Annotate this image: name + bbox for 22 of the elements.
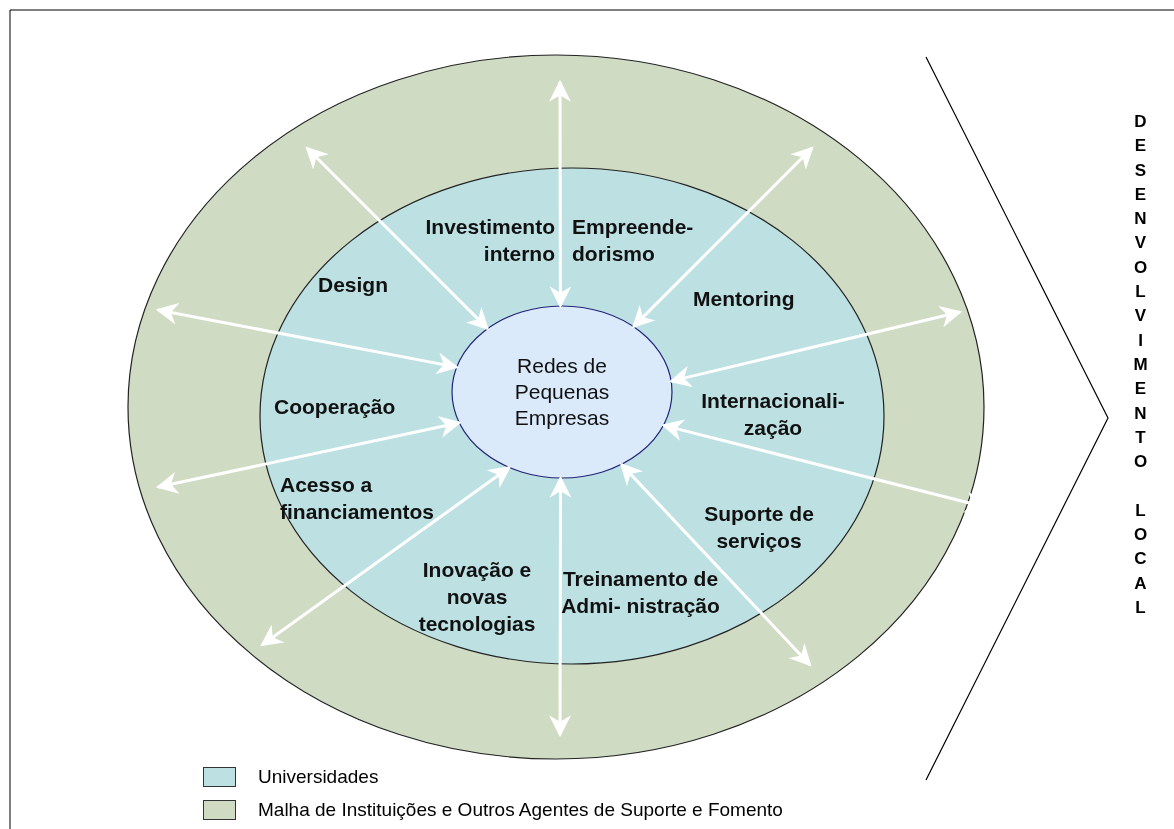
topic-label: Internacionali- zação — [700, 388, 846, 441]
double-arrow — [619, 462, 812, 667]
topic-label: Mentoring — [693, 286, 796, 312]
double-arrow — [155, 302, 459, 375]
double-arrow — [631, 146, 814, 329]
topic-label: Treinamento de Admi- nistração — [560, 566, 721, 619]
double-arrow — [549, 475, 572, 738]
topic-label: Cooperação — [274, 394, 397, 420]
legend-label: Malha de Instituições e Outros Agentes de Suporte e Fomento — [258, 799, 783, 821]
legend-label: Universidades — [258, 766, 379, 788]
topic-label: Suporte de serviços — [703, 501, 815, 554]
double-arrow — [155, 416, 462, 494]
topic-label: Empreende- dorismo — [572, 214, 695, 267]
topic-label: Design — [318, 272, 389, 298]
double-arrow — [549, 79, 572, 309]
node-label: Redes de Pequenas Empresas — [513, 353, 611, 431]
double-arrow — [669, 305, 963, 388]
double-arrow — [260, 466, 512, 647]
double-arrow — [305, 146, 490, 331]
vertical-title: DESENVOLVIMENTO LOCAL — [1132, 111, 1149, 619]
topic-label: Inovação e novas tecnologias — [417, 557, 537, 637]
topic-label: Investimento interno — [424, 214, 555, 267]
